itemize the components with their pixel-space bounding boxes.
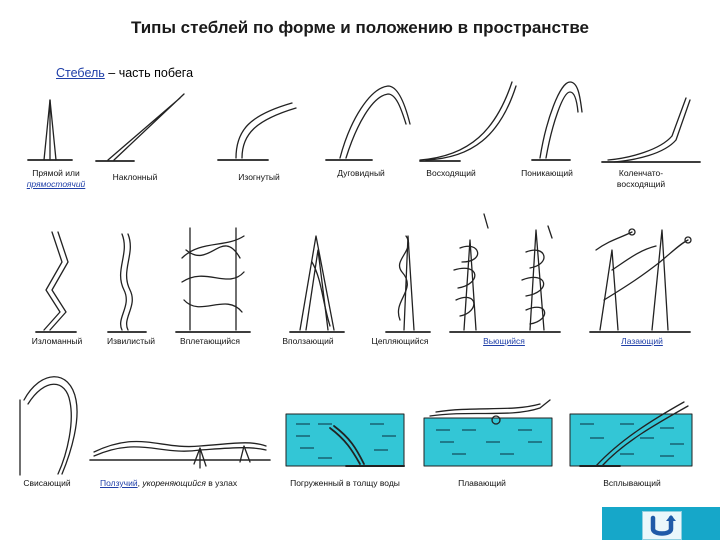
label-sinuous: Извилистый — [107, 336, 155, 346]
return-button-face[interactable] — [642, 511, 682, 540]
link-twining[interactable]: Вьющийся — [483, 336, 525, 346]
label-erect-line1: Прямой или — [32, 168, 80, 178]
label-geniculate: Коленчато- восходящий — [604, 168, 678, 190]
label-drooping: Поникающий — [521, 168, 573, 178]
page-title: Типы стеблей по форме и положению в прос… — [130, 18, 590, 37]
label-creeping-sep: , — [137, 478, 143, 488]
label-submerged: Погруженный в толщу воды — [290, 478, 400, 488]
broken-stem-figure — [35, 231, 77, 333]
label-geniculate-line2: восходящий — [616, 179, 666, 189]
link-creeping[interactable]: Ползучий — [100, 478, 138, 488]
label-creeping-up: Вползающий — [282, 336, 334, 346]
erect-stem-figure — [27, 99, 73, 161]
label-creeping: Ползучий, укореняющийся в узлах — [100, 478, 270, 489]
arched-stem-figure — [325, 85, 411, 161]
label-broken: Изломанный — [31, 336, 83, 346]
label-hanging: Свисающий — [23, 478, 71, 488]
label-creeping-rest: в узлах — [205, 478, 238, 488]
link-climbing[interactable]: Лазающий — [621, 336, 663, 346]
stem-definition: – часть побега — [104, 66, 194, 80]
sinuous-stem-figure — [107, 233, 147, 333]
climbing-stem-figure — [589, 228, 692, 333]
label-erect: Прямой или прямостоячий — [20, 168, 92, 190]
label-curved: Изогнутый — [238, 172, 280, 182]
geniculate-stem-figure — [601, 97, 701, 163]
submerged-water-box — [285, 413, 405, 467]
label-floating: Плавающий — [458, 478, 506, 488]
clinging-stem-figure — [385, 235, 431, 333]
label-interwoven: Вплетающийся — [180, 336, 240, 346]
label-twining: Вьющийся — [466, 336, 542, 347]
inclined-stem-figure — [95, 93, 185, 162]
drooping-stem-figure — [531, 81, 583, 161]
return-arrow-icon — [650, 515, 676, 536]
curved-stem-figure — [217, 102, 297, 161]
hanging-stem-figure — [19, 376, 78, 476]
label-clinging: Цепляющийся — [371, 336, 429, 346]
label-arched: Дуговидный — [337, 168, 385, 178]
twining-stem-figure — [449, 213, 561, 333]
label-inclined: Наклонный — [112, 172, 158, 182]
ascending-stem-figure — [419, 81, 517, 162]
subtitle: Стебель – часть побега — [56, 66, 193, 80]
label-geniculate-line1: Коленчато- — [618, 168, 664, 178]
creeping-up-stem-figure — [289, 235, 345, 333]
label-emerging: Всплывающий — [603, 478, 661, 488]
label-creeping-rooting: укореняющийся — [142, 478, 206, 488]
link-erect[interactable]: прямостоячий — [26, 179, 86, 189]
stem-term-link[interactable]: Стебель — [56, 66, 105, 80]
return-nav-button[interactable] — [602, 507, 720, 540]
creeping-rooting-stem-figure — [89, 440, 271, 469]
label-ascending: Восходящий — [426, 168, 476, 178]
interwoven-stem-figure — [175, 227, 251, 333]
label-climbing: Лазающий — [604, 336, 680, 347]
emerging-water-box — [569, 413, 693, 467]
